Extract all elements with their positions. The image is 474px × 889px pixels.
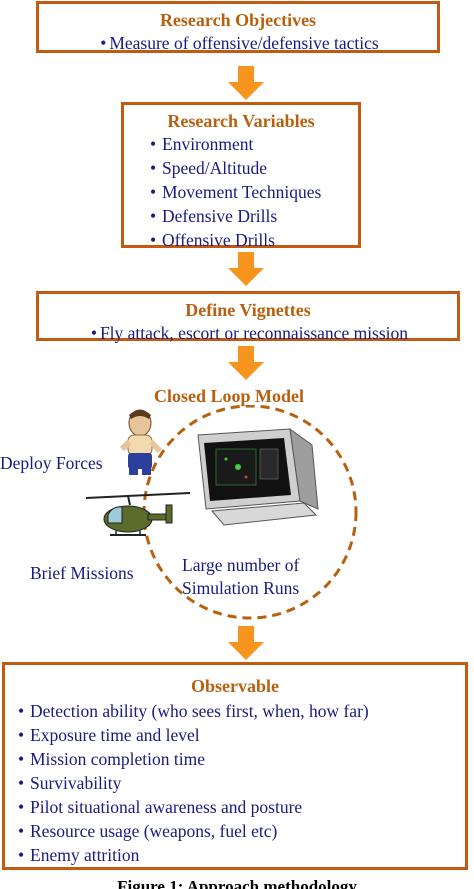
list-item: •Environment	[150, 132, 358, 156]
bullet-icon: •	[18, 773, 25, 793]
observable-text: Exposure time and level	[30, 725, 200, 745]
observable-box: Observable •Detection ability (who sees …	[2, 662, 468, 870]
bullet-icon: •	[18, 749, 25, 769]
simulation-runs-label-2: Simulation Runs	[182, 578, 300, 598]
bullet-icon: •	[100, 33, 107, 53]
down-arrow-icon	[228, 626, 264, 660]
list-item: •Pilot situational awareness and posture	[18, 795, 465, 819]
vignette-text: Fly attack, escort or reconnaissance mis…	[99, 323, 409, 343]
deploy-forces-label: Deploy Forces	[0, 453, 103, 473]
list-item: •Speed/Altitude	[150, 156, 358, 180]
observable-text: Detection ability (who sees first, when,…	[30, 701, 369, 721]
bullet-icon: •	[90, 323, 97, 343]
person-icon	[120, 409, 162, 475]
loop-title: Closed Loop Model	[154, 386, 305, 406]
list-item: •Measure of offensive/defensive tactics	[39, 31, 437, 55]
variable-text: Defensive Drills	[162, 206, 278, 226]
list-item: •Detection ability (who sees first, when…	[18, 699, 465, 723]
figure-caption: Figure 1: Approach methodology	[117, 877, 357, 889]
bullet-icon: •	[150, 158, 157, 178]
observable-text: Enemy attrition	[30, 845, 140, 865]
list-item: •Movement Techniques	[150, 180, 358, 204]
bullet-icon: •	[18, 797, 25, 817]
vignettes-box: Define Vignettes •Fly attack, escort or …	[36, 291, 460, 343]
helicopter-icon	[85, 492, 191, 536]
simulation-runs-label-1: Large number of	[182, 555, 300, 575]
bullet-icon: •	[18, 845, 25, 865]
bullet-icon: •	[18, 701, 25, 721]
list-item: •Mission completion time	[18, 747, 465, 771]
list-item: •Fly attack, escort or reconnaissance mi…	[39, 321, 457, 345]
bullet-icon: •	[18, 725, 25, 745]
brief-missions-label: Brief Missions	[30, 563, 134, 583]
down-arrow-icon	[228, 252, 264, 286]
observable-text: Resource usage (weapons, fuel etc)	[30, 821, 278, 841]
variable-text: Movement Techniques	[162, 182, 322, 202]
bullet-icon: •	[150, 230, 157, 250]
variable-text: Speed/Altitude	[162, 158, 267, 178]
variable-text: Environment	[162, 134, 254, 154]
bullet-icon: •	[150, 182, 157, 202]
variables-box: Research Variables •Environment •Speed/A…	[121, 102, 361, 250]
bullet-icon: •	[18, 821, 25, 841]
objectives-title: Research Objectives	[159, 10, 317, 30]
list-item: •Enemy attrition	[18, 843, 465, 867]
observable-text: Mission completion time	[30, 749, 205, 769]
objective-text: Measure of offensive/defensive tactics	[109, 33, 379, 53]
objectives-box: Research Objectives •Measure of offensiv…	[36, 1, 440, 53]
variable-text: Offensive Drills	[162, 230, 275, 250]
list-item: •Resource usage (weapons, fuel etc)	[18, 819, 465, 843]
observable-text: Survivability	[30, 773, 122, 793]
list-item: •Survivability	[18, 771, 465, 795]
list-item: •Offensive Drills	[150, 228, 358, 252]
list-item: •Exposure time and level	[18, 723, 465, 747]
vignettes-title: Define Vignettes	[185, 300, 311, 320]
computer-icon	[197, 427, 319, 526]
observable-text: Pilot situational awareness and posture	[30, 797, 303, 817]
bullet-icon: •	[150, 134, 157, 154]
bullet-icon: •	[150, 206, 157, 226]
closed-loop-diagram	[85, 405, 358, 620]
down-arrow-icon	[228, 346, 264, 380]
down-arrow-icon	[228, 66, 264, 100]
observable-title: Observable	[191, 676, 279, 696]
variables-title: Research Variables	[167, 111, 315, 131]
list-item: •Defensive Drills	[150, 204, 358, 228]
